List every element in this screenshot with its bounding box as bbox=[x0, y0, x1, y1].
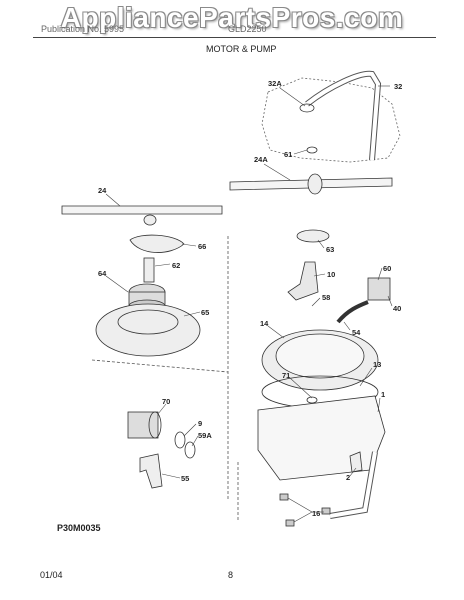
page-number: 8 bbox=[228, 570, 234, 580]
callout-10: 10 bbox=[327, 270, 335, 279]
callout-63: 63 bbox=[326, 245, 334, 254]
callout-62: 62 bbox=[172, 261, 180, 270]
footer-date: 01/04 bbox=[40, 570, 63, 580]
callout-24a: 24A bbox=[254, 155, 268, 164]
callout-60: 60 bbox=[383, 264, 391, 273]
callout-40: 40 bbox=[393, 304, 401, 313]
model-number: GLD2250 bbox=[228, 24, 267, 34]
publication-number: Publication No. 5995 bbox=[41, 24, 125, 34]
callout-24: 24 bbox=[98, 186, 107, 195]
page-title: MOTOR & PUMP bbox=[206, 44, 277, 54]
callout-65: 65 bbox=[201, 308, 209, 317]
callout-55: 55 bbox=[181, 474, 189, 483]
callout-16: 16 bbox=[312, 509, 320, 518]
callout-70: 70 bbox=[162, 397, 170, 406]
callout-71: 71 bbox=[282, 371, 290, 380]
callout-13: 13 bbox=[373, 360, 381, 369]
watermark: AppliancePartsPros.com bbox=[60, 2, 404, 33]
callout-32: 32 bbox=[394, 82, 402, 91]
callout-54: 54 bbox=[352, 328, 361, 337]
callout-58: 58 bbox=[322, 293, 330, 302]
callout-9: 9 bbox=[198, 419, 202, 428]
callout-64: 64 bbox=[98, 269, 107, 278]
header-rule bbox=[33, 37, 436, 38]
callout-14: 14 bbox=[260, 319, 269, 328]
callout-32a: 32A bbox=[268, 79, 282, 88]
callout-1: 1 bbox=[381, 390, 385, 399]
callout-2: 2 bbox=[346, 473, 350, 482]
callout-66: 66 bbox=[198, 242, 206, 251]
diagram-code: P30M0035 bbox=[57, 523, 101, 533]
callout-59a: 59A bbox=[198, 431, 212, 440]
callout-61: 61 bbox=[284, 150, 292, 159]
